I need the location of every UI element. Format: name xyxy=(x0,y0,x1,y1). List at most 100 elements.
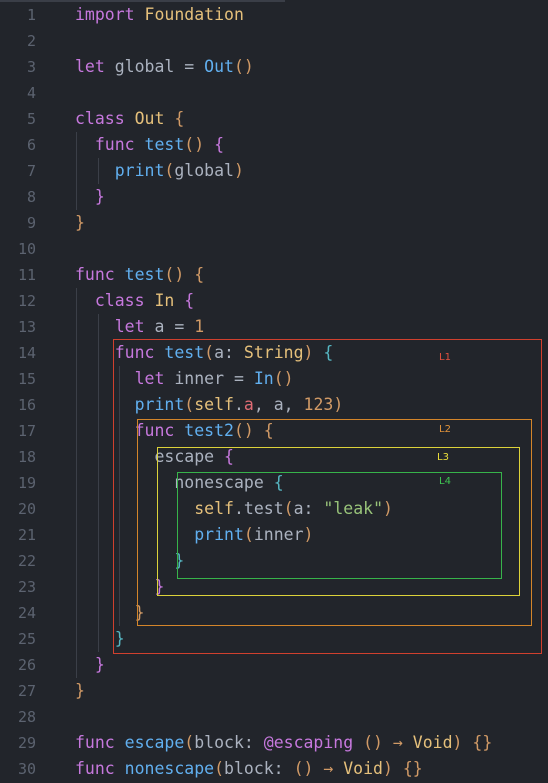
code-text[interactable]: } xyxy=(75,210,85,236)
code-text[interactable]: func test(a: String) { xyxy=(75,340,334,366)
code-text[interactable]: let inner = In() xyxy=(75,366,294,392)
line-number: 27 xyxy=(17,682,36,700)
code-text[interactable]: } xyxy=(75,652,105,678)
code-token: 123 xyxy=(303,395,334,414)
code-text[interactable]: func nonescape(block: () → Void) {} xyxy=(75,756,423,782)
code-line[interactable]: 27} xyxy=(0,678,548,704)
code-line[interactable]: 4 xyxy=(0,80,548,106)
code-token xyxy=(75,161,115,180)
code-text[interactable]: } xyxy=(75,626,125,652)
code-token: ) xyxy=(333,395,344,414)
code-line[interactable]: 13 let a = 1 xyxy=(0,314,548,340)
code-token: () → xyxy=(293,759,344,778)
code-token: . xyxy=(233,395,244,414)
code-line[interactable]: 25 } xyxy=(0,626,548,652)
line-number: 13 xyxy=(17,318,36,336)
code-text[interactable]: func test() { xyxy=(75,262,204,288)
code-text[interactable]: } xyxy=(75,184,105,210)
code-token: ) xyxy=(303,343,324,362)
code-line[interactable]: 12 class In { xyxy=(0,288,548,314)
code-text[interactable]: class Out { xyxy=(75,106,184,132)
code-line[interactable]: 14 func test(a: String) { xyxy=(0,340,548,366)
code-line[interactable]: 6 func test() { xyxy=(0,132,548,158)
line-number: 30 xyxy=(17,760,36,778)
line-number: 26 xyxy=(17,656,36,674)
code-line[interactable]: 2 xyxy=(0,28,548,54)
code-line[interactable]: 10 xyxy=(0,236,548,262)
code-line[interactable]: 28 xyxy=(0,704,548,730)
code-line[interactable]: 16 print(self.a, a, 123) xyxy=(0,392,548,418)
code-text[interactable]: class In { xyxy=(75,288,194,314)
code-line[interactable]: 17 func test2() { xyxy=(0,418,548,444)
indent-guide xyxy=(98,314,99,652)
line-number: 11 xyxy=(17,266,36,284)
scope-label-l3: L3 xyxy=(437,452,449,463)
code-token: func xyxy=(114,343,165,362)
code-token: test2 xyxy=(184,421,234,440)
code-token: a xyxy=(243,395,254,414)
code-line[interactable]: 23 } xyxy=(0,574,548,600)
code-text[interactable]: escape { xyxy=(75,444,233,470)
code-line[interactable]: 26 } xyxy=(0,652,548,678)
line-number: 12 xyxy=(17,292,36,310)
code-token: @escaping xyxy=(263,733,364,752)
code-token: inner xyxy=(253,525,304,544)
indent-guide xyxy=(98,158,99,184)
code-line[interactable]: 7 print(global) xyxy=(0,158,548,184)
code-token: ) xyxy=(382,759,403,778)
code-line[interactable]: 20 self.test(a: "leak") xyxy=(0,496,548,522)
code-text[interactable]: let global = Out() xyxy=(75,54,254,80)
code-line[interactable]: 19 nonescape { xyxy=(0,470,548,496)
code-token xyxy=(75,395,135,414)
code-line[interactable]: 11 func test() { xyxy=(0,262,548,288)
code-line[interactable]: 18 escape { xyxy=(0,444,548,470)
code-text[interactable]: print(inner) xyxy=(75,522,313,548)
line-number: 25 xyxy=(17,630,36,648)
code-line[interactable]: 24 } xyxy=(0,600,548,626)
code-line[interactable]: 9} xyxy=(0,210,548,236)
code-token: } xyxy=(154,577,165,596)
indent-guide xyxy=(76,288,77,678)
code-token: import xyxy=(75,5,145,24)
code-text[interactable]: self.test(a: "leak") xyxy=(75,496,393,522)
code-line[interactable]: 22 } xyxy=(0,548,548,574)
code-text[interactable]: } xyxy=(75,678,85,704)
code-text[interactable]: import Foundation xyxy=(75,2,244,28)
line-number: 19 xyxy=(17,474,36,492)
code-token: nonescape xyxy=(124,759,215,778)
code-token: } xyxy=(114,629,125,648)
code-token: test xyxy=(124,265,165,284)
line-number: 15 xyxy=(17,370,36,388)
code-text[interactable]: print(self.a, a, 123) xyxy=(75,392,344,418)
code-token xyxy=(75,499,194,518)
code-text[interactable]: func escape(block: @escaping () → Void) … xyxy=(75,730,492,756)
code-text[interactable]: } xyxy=(75,574,164,600)
code-token: nonescape xyxy=(174,473,274,492)
code-token: class xyxy=(94,291,155,310)
code-line[interactable]: 21 print(inner) xyxy=(0,522,548,548)
code-text[interactable]: func test2() { xyxy=(75,418,274,444)
line-number: 4 xyxy=(26,84,36,102)
code-text[interactable]: } xyxy=(75,548,184,574)
code-text[interactable]: print(global) xyxy=(75,158,244,184)
code-line[interactable]: 30 func nonescape(block: () → Void) {} xyxy=(0,756,548,782)
code-line[interactable]: 8 } xyxy=(0,184,548,210)
code-text[interactable]: func test() { xyxy=(75,132,224,158)
code-token: Foundation xyxy=(144,5,244,24)
code-text[interactable]: nonescape { xyxy=(75,470,283,496)
code-token: Out xyxy=(204,57,234,76)
code-text[interactable]: } xyxy=(75,600,145,626)
line-number: 17 xyxy=(17,422,36,440)
code-token: escape xyxy=(124,733,185,752)
code-token: () xyxy=(184,135,215,154)
code-text[interactable]: let a = 1 xyxy=(75,314,204,340)
code-token: let xyxy=(114,317,155,336)
code-token: func xyxy=(75,733,125,752)
code-token: let xyxy=(134,369,175,388)
code-line[interactable]: 15 let inner = In() xyxy=(0,366,548,392)
